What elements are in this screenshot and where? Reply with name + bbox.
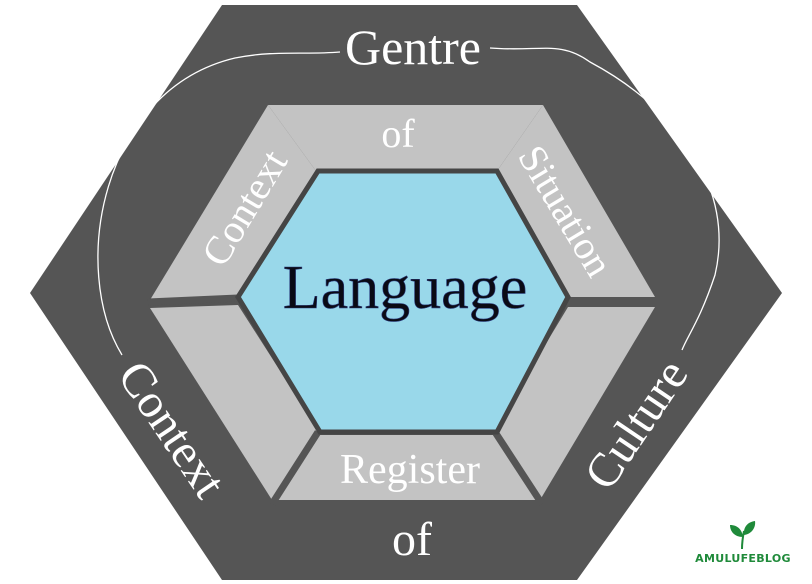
middle-segment-lower-left (150, 305, 318, 500)
middle-label-bottom: Register (340, 447, 480, 493)
middle-segment-upper-left (150, 105, 316, 300)
leaf-sprout-icon (730, 521, 756, 550)
outer-label-frame-curve (97, 47, 720, 356)
outer-label-bottom: of (392, 513, 432, 566)
middle-hexagon-ring (147, 105, 660, 506)
middle-segment-lower-right (495, 307, 655, 500)
middle-segment-top (268, 105, 543, 171)
divider-lower-left (269, 430, 321, 506)
middle-label-top: of (381, 111, 415, 156)
middle-segment-upper-right (497, 105, 655, 297)
divider-lower-right (492, 430, 545, 506)
middle-segment-bottom (277, 435, 540, 500)
outer-label-top: Gentre (345, 19, 481, 75)
divider-left (147, 294, 239, 306)
inner-hexagon-language (235, 168, 571, 435)
watermark: AMULUFEBLOG (695, 521, 791, 565)
watermark-text: AMULUFEBLOG (695, 552, 791, 565)
center-label: Language (283, 254, 527, 322)
